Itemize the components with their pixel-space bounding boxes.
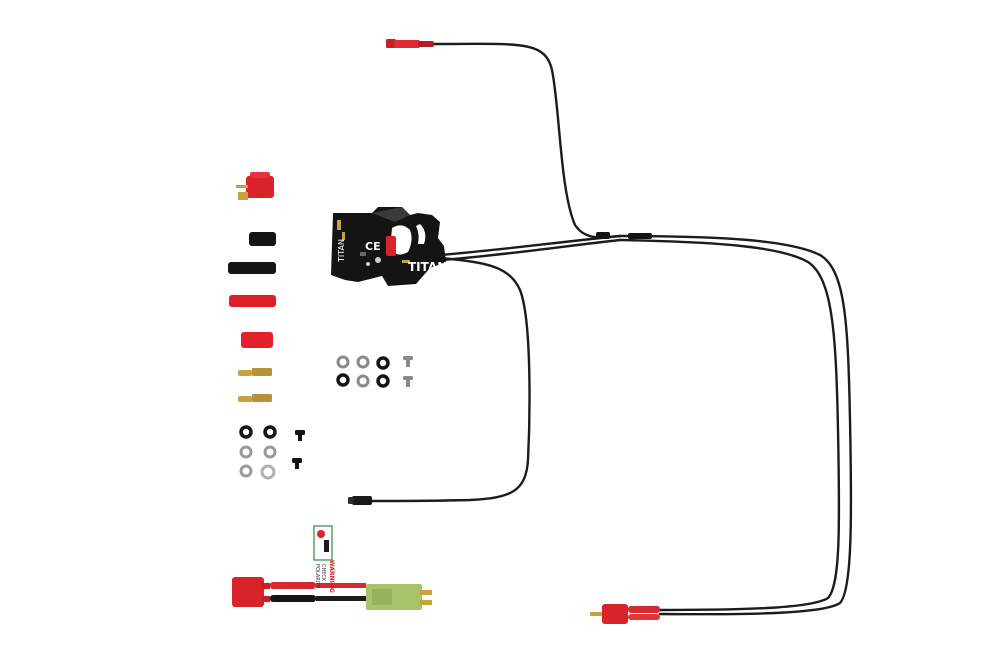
board-logo: TITAN <box>408 260 447 274</box>
washer-set-middle <box>336 355 390 388</box>
wire-top-signal <box>430 42 622 239</box>
warning-sub-2: POLARITY <box>314 564 320 589</box>
wire-board-to-junction-a <box>438 234 622 257</box>
brass-terminal-2 <box>238 394 272 402</box>
warning-label-text: WARNING <box>328 560 335 593</box>
battery-lead <box>232 577 432 610</box>
wire-board-to-junction-b <box>440 238 622 262</box>
mosfet-board: CE TITAN TITAN <box>331 207 447 286</box>
trigger-contact <box>386 236 396 256</box>
junction-sleeve-a <box>596 232 610 239</box>
board-side-text: TITAN <box>337 239 346 263</box>
wire-board-to-bottom-pin <box>370 256 531 503</box>
heat-shrink-black-long <box>228 262 276 274</box>
screws-middle <box>403 356 413 387</box>
red-pin-connector-top <box>386 39 434 48</box>
brass-terminal-1 <box>238 368 272 376</box>
screws-left <box>292 430 305 469</box>
warning-sub-1: CHECK <box>320 564 326 582</box>
board-ce-mark: CE <box>365 240 381 253</box>
black-pin-connector-bottom <box>348 496 372 505</box>
deans-connector-gearbox <box>590 604 660 624</box>
wire-main-positive <box>618 234 853 616</box>
wire-main-negative <box>618 238 841 612</box>
heat-shrink-red-long <box>229 295 276 307</box>
heat-shrink-black-short <box>249 232 276 246</box>
deans-connector-battery <box>232 577 264 607</box>
washer-set-left <box>239 425 277 480</box>
deans-t-connector <box>236 172 274 200</box>
junction-sleeve-b <box>628 233 652 239</box>
warning-tag: WARNING CHECK POLARITY <box>313 525 335 593</box>
warning-icon <box>317 530 325 538</box>
wire-harness <box>370 42 853 616</box>
heat-shrink-red-short <box>241 332 273 348</box>
